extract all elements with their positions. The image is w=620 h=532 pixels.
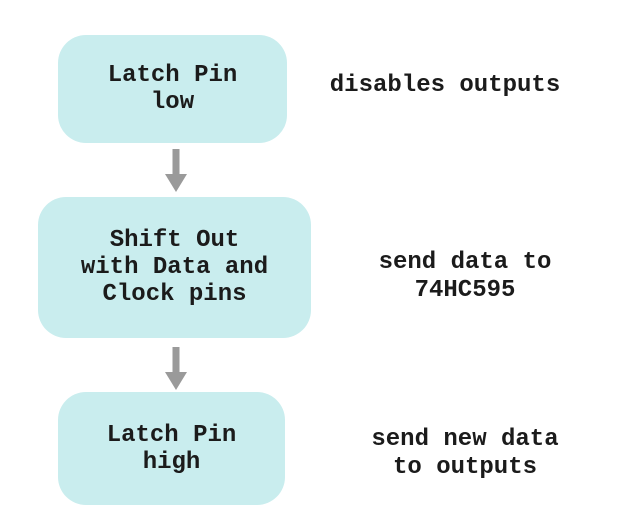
flowchart-box-shift-out: Shift Out with Data and Clock pins	[38, 197, 311, 338]
note-line: send data to	[378, 249, 552, 276]
note-line: to outputs	[392, 454, 538, 481]
note-send-data: send data to 74HC595	[320, 249, 610, 305]
flowchart-box-latch-pin-high: Latch Pin high	[58, 392, 285, 505]
box-label-line: high	[142, 448, 201, 476]
box-label-line: Latch Pin	[107, 62, 238, 89]
box-label-line: low	[150, 89, 195, 116]
box-label-line: Clock pins	[102, 281, 247, 308]
box-label-line: Latch Pin	[106, 421, 237, 449]
box-label-line: Shift Out	[109, 227, 240, 254]
flowchart-box-latch-pin-low: Latch Pin low	[58, 35, 287, 143]
note-line: disables outputs	[329, 72, 561, 99]
note-send-new-data: send new data to outputs	[320, 426, 610, 482]
note-line: send new data	[371, 426, 559, 453]
box-label-line: with Data and	[80, 254, 269, 281]
note-disables-outputs: disables outputs	[300, 72, 590, 100]
note-line: 74HC595	[414, 277, 516, 304]
down-arrow-icon	[165, 149, 187, 192]
down-arrow-icon	[165, 347, 187, 390]
